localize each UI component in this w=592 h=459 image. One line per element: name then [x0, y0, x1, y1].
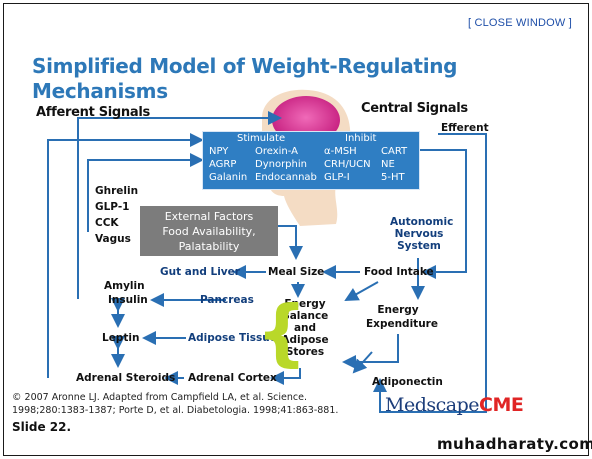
energy-expenditure-line: Energy: [377, 304, 419, 316]
external-factors-box: External Factors Food Availability, Pala…: [140, 206, 278, 256]
central-signals-label: Central Signals: [361, 101, 468, 116]
pancreas-node: Pancreas: [200, 294, 254, 306]
adrenal-steroids-node: Adrenal Steroids: [76, 372, 176, 384]
adrenal-cortex-node: Adrenal Cortex: [188, 372, 277, 384]
stimulate-hormone: Orexin-A: [255, 146, 299, 157]
autonomic-line: System: [397, 240, 441, 252]
arrow-expenditure-to-balance: [342, 334, 399, 369]
stimulate-hormone: NPY: [209, 146, 229, 157]
external-factors-line: External Factors: [164, 210, 254, 223]
afferent-signals-label: Afferent Signals: [36, 105, 150, 120]
energy-balance-node: Energy Balance and Adipose Stores: [280, 298, 330, 358]
stimulate-hormone: Endocannab: [255, 172, 317, 183]
citation-line: © 2007 Aronne LJ. Adapted from Campfield…: [12, 392, 307, 403]
stimulate-hormone: AGRP: [209, 159, 237, 170]
autonomic-line: Nervous: [394, 228, 444, 240]
energy-balance-line: Stores: [285, 346, 325, 358]
hormone-signals-box: Stimulate Inhibit NPY AGRP Galanin Orexi…: [202, 131, 420, 190]
inhibit-hormone: CART: [381, 146, 408, 157]
energy-expenditure-node: Energy Expenditure: [366, 303, 438, 331]
meal-size-node: Meal Size: [268, 266, 325, 278]
adipose-tissue-node: Adipose Tissue: [188, 332, 277, 344]
adiponectin-node: Adiponectin: [372, 376, 443, 388]
inhibit-hormone: 5-HT: [381, 172, 405, 183]
arrow-gut-to-brain: [87, 153, 204, 232]
insulin-node: Insulin: [108, 294, 148, 306]
logo-brand: Medscape: [385, 394, 480, 416]
gut-signal-cck: CCK: [95, 217, 119, 229]
inhibit-hormone: NE: [381, 159, 395, 170]
external-factors-line: Food Availability,: [162, 225, 256, 238]
energy-expenditure-line: Expenditure: [366, 318, 438, 330]
autonomic-nervous-system-node: Autonomic Nervous System: [390, 216, 454, 252]
energy-balance-line: Energy: [284, 298, 326, 310]
arrow-balance-to-cortex: [270, 368, 301, 385]
stimulate-hormone: Galanin: [209, 172, 248, 183]
site-watermark: muhadharaty.com: [437, 435, 592, 453]
inhibit-hormone: GLP-I: [324, 172, 350, 183]
arrow-to-adiponectin: [352, 351, 373, 374]
arrow-adrenal-to-brain: [47, 133, 204, 378]
amylin-node: Amylin: [104, 280, 145, 292]
energy-balance-line: Balance: [281, 310, 329, 322]
arrow-efferent-adiponectin: [373, 133, 487, 413]
arrow-efferent-food-intake: [418, 149, 467, 279]
curly-bracket: {: [256, 290, 308, 374]
medscape-cme-logo: MedscapeCME: [385, 394, 524, 416]
slide-frame: [3, 3, 589, 456]
gut-signal-ghrelin: Ghrelin: [95, 185, 139, 197]
citation: © 2007 Aronne LJ. Adapted from Campfield…: [12, 391, 432, 417]
gut-signal-vagus: Vagus: [95, 233, 131, 245]
external-factors-line: Palatability: [178, 240, 240, 253]
stimulate-hormone: Dynorphin: [255, 159, 307, 170]
slide-title: Simplified Model of Weight-Regulating Me…: [32, 54, 458, 103]
arrow-external-to-meal: [278, 225, 303, 260]
inhibit-label: Inhibit: [345, 133, 377, 144]
gut-and-liver-node: Gut and Liver: [160, 266, 240, 278]
energy-balance-line: and: [293, 322, 317, 334]
arrow-food-to-balance: [344, 281, 379, 301]
energy-balance-line: Adipose: [281, 334, 329, 346]
logo-suffix: CME: [479, 394, 524, 416]
leptin-node: Leptin: [102, 332, 140, 344]
gut-signal-glp1: GLP-1: [95, 201, 130, 213]
arrow-insulin-to-brain: [77, 111, 282, 299]
efferent-label: Efferent: [441, 122, 489, 134]
inhibit-hormone: α-MSH: [324, 146, 357, 157]
close-window-link[interactable]: [ CLOSE WINDOW ]: [467, 17, 572, 29]
slide-number: Slide 22.: [12, 420, 72, 434]
autonomic-line: Autonomic: [390, 216, 454, 228]
food-intake-node: Food Intake: [364, 266, 434, 278]
inhibit-hormone: CRH/UCN: [324, 159, 371, 170]
stimulate-label: Stimulate: [237, 133, 286, 144]
citation-line: 1998;280:1383-1387; Porte D, et al. Diab…: [12, 405, 339, 416]
